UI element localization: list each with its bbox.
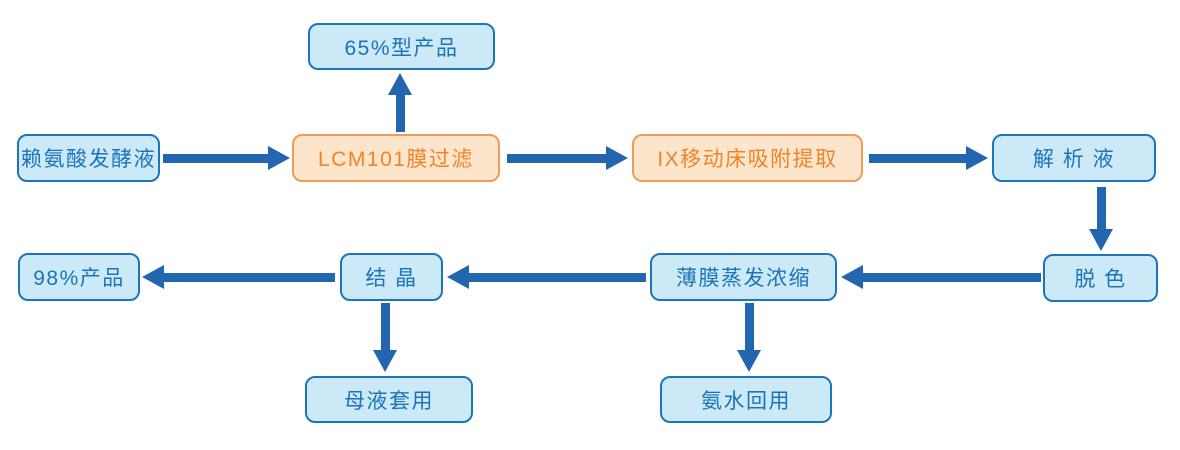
arrow-head (268, 146, 290, 170)
arrow-head (388, 73, 412, 95)
arrow-head (966, 146, 988, 170)
arrow-head (1089, 229, 1113, 251)
arrow-evaporation-to-crystallization (447, 265, 646, 289)
node-label: 薄膜蒸发浓缩 (676, 267, 811, 290)
node-decolorization: 脱 色 (1043, 254, 1158, 302)
arrow-head (841, 265, 863, 289)
node-label: 氨水回用 (701, 389, 791, 413)
arrow-head (142, 265, 164, 289)
arrow-shaft (395, 95, 405, 132)
arrow-crystallization-to-mother-liquor (373, 303, 397, 372)
node-label: IX移动床吸附提取 (657, 148, 838, 171)
node-label: 解 析 液 (1032, 148, 1116, 171)
arrow-head (447, 265, 469, 289)
arrow-shaft (744, 303, 754, 350)
node-label: 脱 色 (1074, 268, 1127, 291)
arrow-shaft (1096, 187, 1106, 229)
arrow-decolorization-to-evaporation (841, 265, 1041, 289)
node-eluate: 解 析 液 (992, 134, 1156, 182)
arrow-shaft (380, 303, 390, 350)
node-65-percent-product: 65%型产品 (308, 23, 495, 70)
arrow-shaft (469, 272, 646, 282)
node-ammonia-water-recycle: 氨水回用 (660, 376, 832, 423)
arrow-ix-adsorption-to-eluate (869, 146, 988, 170)
arrow-shaft (869, 153, 966, 163)
node-crystallization: 结 晶 (340, 253, 443, 301)
node-label: 98%产品 (33, 267, 125, 290)
node-lcm101-membrane-filtration: LCM101膜过滤 (292, 134, 500, 182)
node-label: LCM101膜过滤 (318, 148, 474, 171)
node-mother-liquor-reuse: 母液套用 (305, 376, 473, 423)
arrow-head (737, 350, 761, 372)
node-label: 母液套用 (344, 389, 434, 413)
arrow-lcm101-to-ix-adsorption (507, 146, 628, 170)
arrow-eluate-to-decolorization (1089, 187, 1113, 251)
node-98-percent-product: 98%产品 (18, 253, 140, 301)
arrow-fermentation-to-lcm101 (163, 146, 290, 170)
node-lysine-fermentation-broth: 赖氨酸发酵液 (17, 134, 160, 182)
node-label: 赖氨酸发酵液 (21, 148, 156, 171)
arrow-crystallization-to-98-percent-product (142, 265, 335, 289)
arrow-shaft (863, 272, 1041, 282)
arrow-evaporation-to-ammonia-recycle (737, 303, 761, 372)
node-thin-film-evaporation: 薄膜蒸发浓缩 (650, 253, 837, 301)
arrow-lcm101-to-65-percent-product (388, 73, 412, 132)
node-label: 结 晶 (365, 267, 418, 290)
arrow-shaft (164, 272, 335, 282)
arrow-head (373, 350, 397, 372)
node-ix-moving-bed-adsorption: IX移动床吸附提取 (632, 134, 863, 182)
arrow-shaft (163, 153, 268, 163)
node-label: 65%型产品 (344, 36, 459, 60)
arrow-shaft (507, 153, 606, 163)
arrow-head (606, 146, 628, 170)
